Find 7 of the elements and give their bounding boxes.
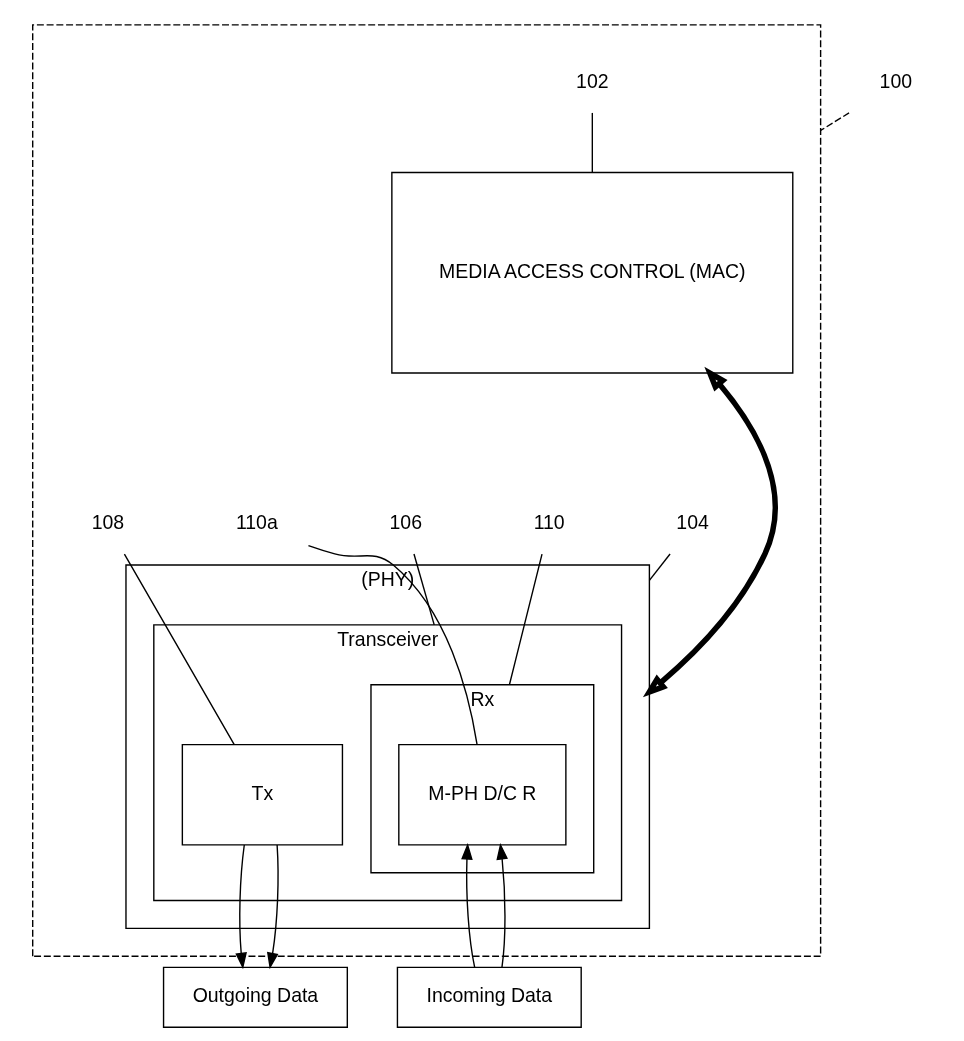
- node-text: 110: [533, 511, 565, 534]
- node-text: 100: [879, 69, 913, 92]
- node-text: 104: [676, 511, 709, 534]
- node-text: 106: [389, 511, 423, 534]
- node-text: 110a: [235, 511, 278, 534]
- node-text: 108: [91, 511, 125, 534]
- node-text: 102: [576, 69, 609, 92]
